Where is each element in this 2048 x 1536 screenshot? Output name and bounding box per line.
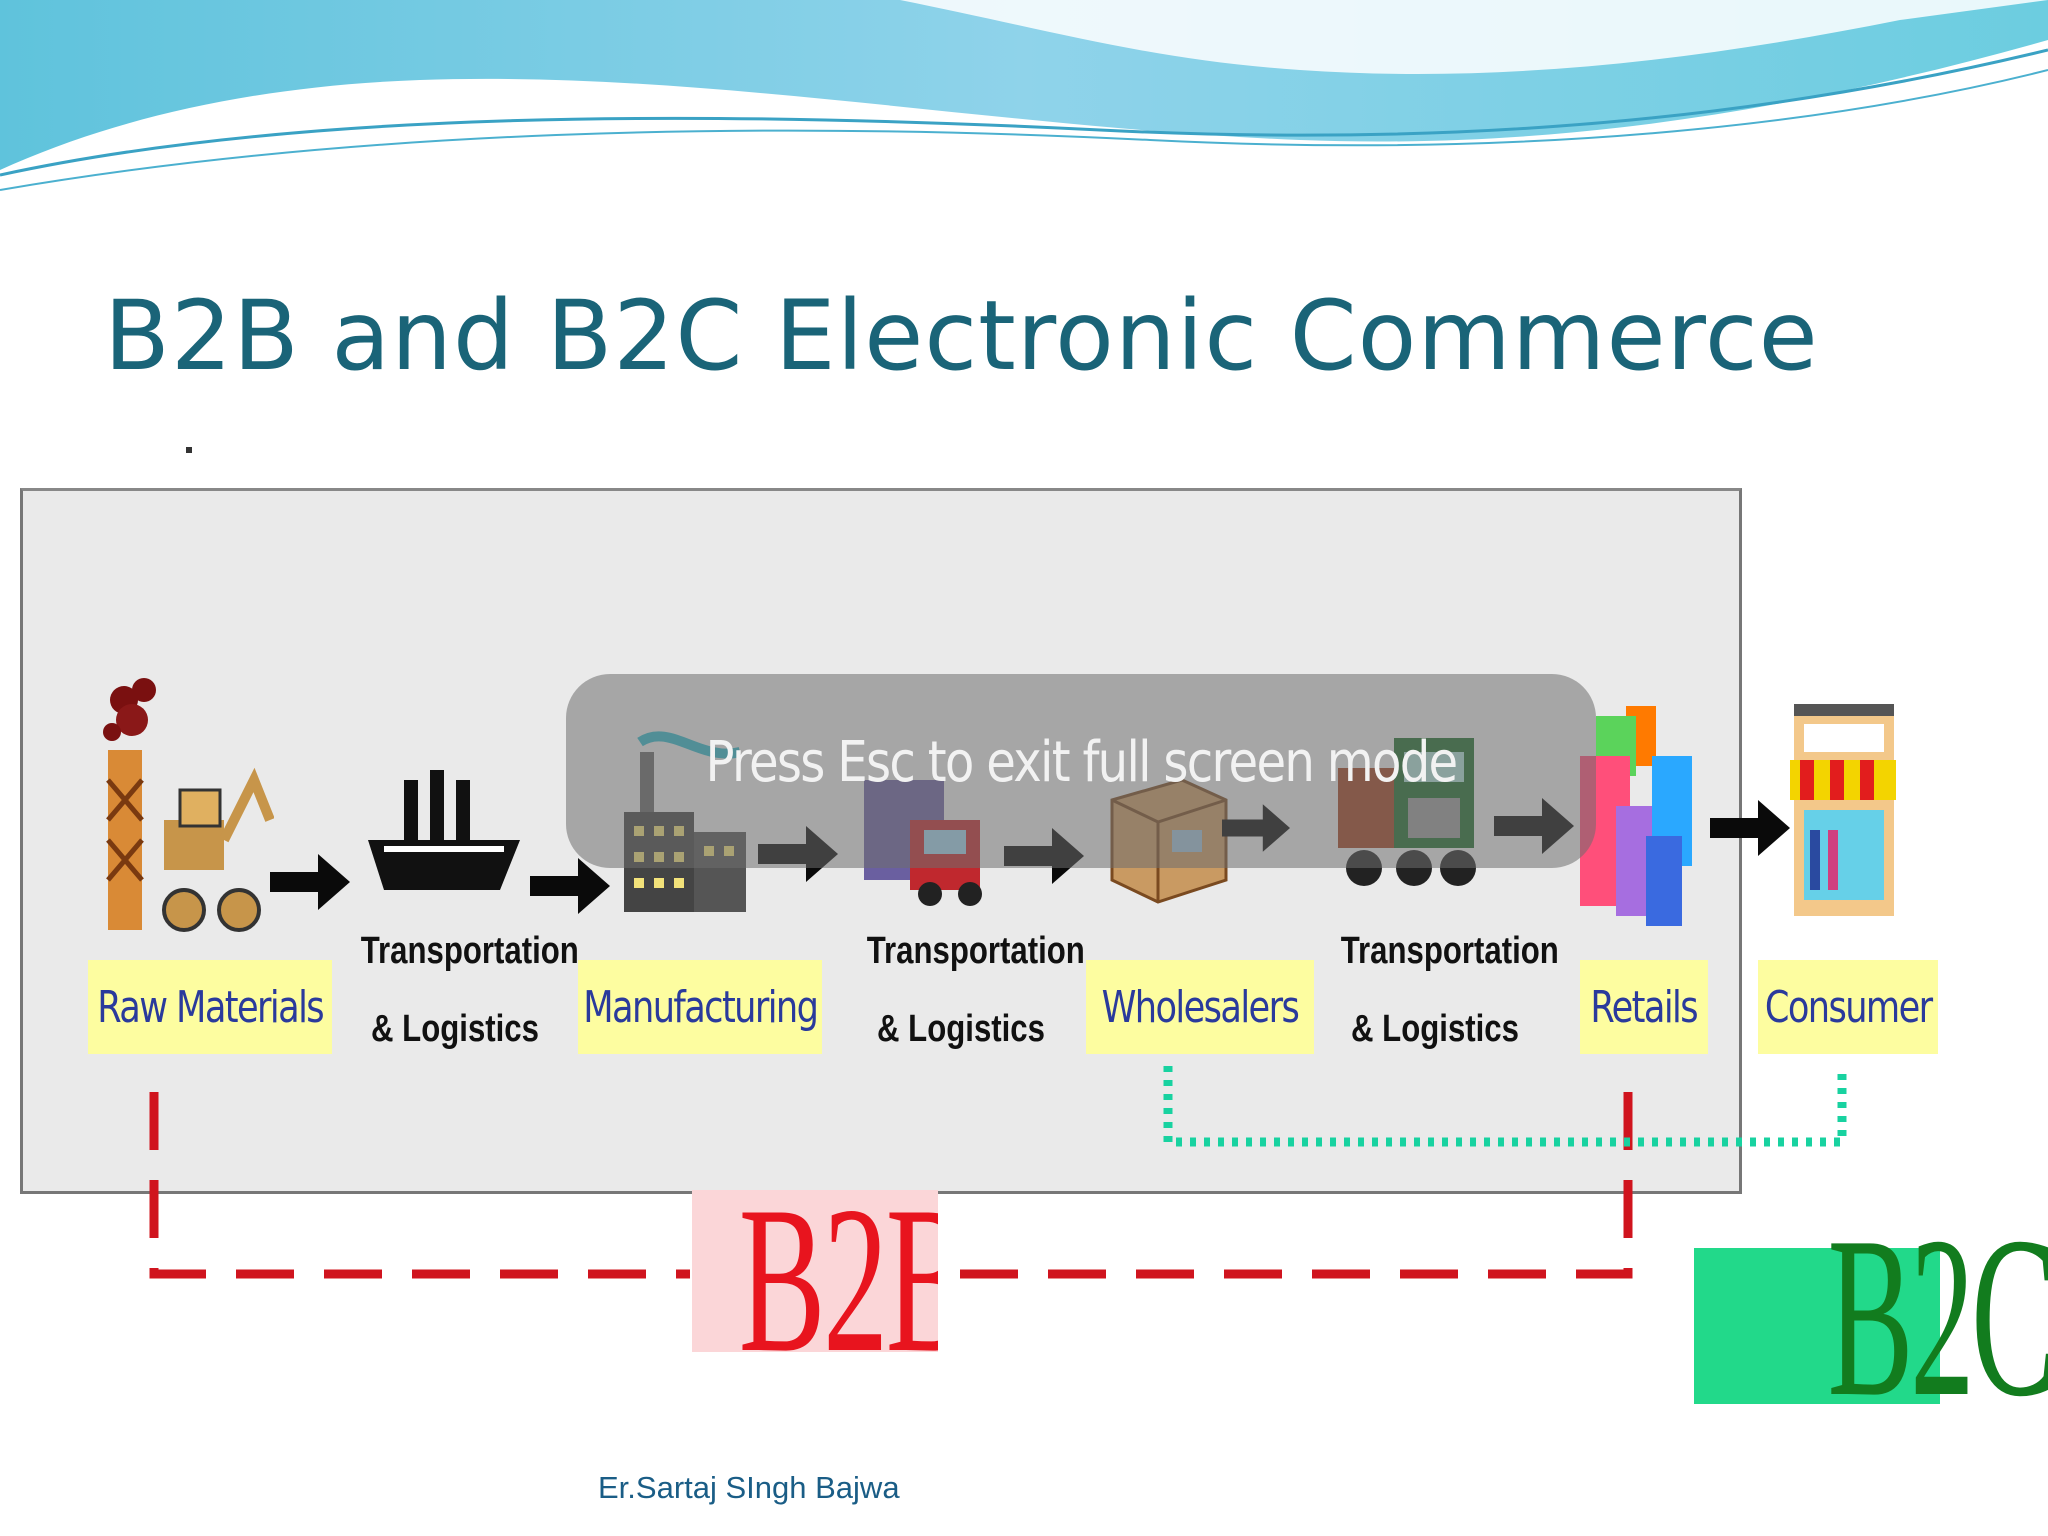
stage-label-wholesalers: Wholesalers [1086, 960, 1314, 1054]
transport-label: Transportation & Logistics [866, 930, 1085, 1050]
stage-label-manufacturing: Manufacturing [578, 960, 822, 1054]
slide-title: B2B and B2C Electronic Commerce [104, 280, 1819, 392]
b2c-label-box [1694, 1248, 1940, 1404]
slide-footer-author: Er.Sartaj SIngh Bajwa [598, 1470, 900, 1505]
b2b-label: B2B [738, 1190, 938, 1352]
stage-label-raw-materials: Raw Materials [88, 960, 332, 1054]
bullet-dot [186, 447, 192, 453]
arrow-icon [530, 858, 610, 914]
shop-icon [1790, 704, 1896, 916]
b2c-label: B2C [1827, 1189, 2048, 1444]
arrow-icon [1710, 800, 1790, 856]
stage-label-retails: Retails [1580, 960, 1708, 1054]
transport-label: Transportation & Logistics [1340, 930, 1559, 1050]
stage-label-consumer: Consumer [1758, 960, 1938, 1054]
arrow-icon [270, 854, 350, 910]
excavator-oil-icon [103, 678, 274, 932]
fullscreen-exit-overlay: Press Esc to exit full screen mode [566, 674, 1596, 868]
b2b-label-box: B2B [692, 1190, 938, 1352]
fullscreen-exit-message: Press Esc to exit full screen mode [705, 730, 1459, 795]
ship-icon [368, 770, 520, 890]
header-wave-decoration [0, 0, 2048, 191]
transport-label: Transportation & Logistics [360, 930, 579, 1050]
